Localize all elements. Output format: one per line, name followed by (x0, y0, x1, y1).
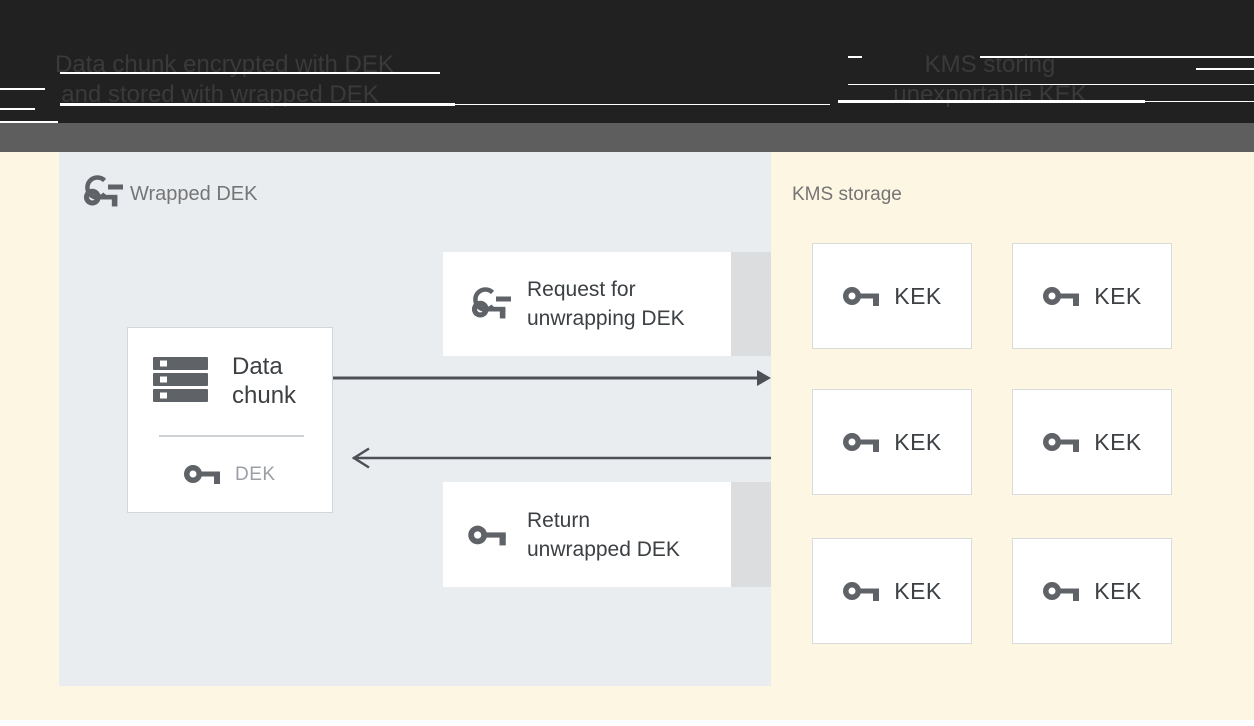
kek-label: KEK (894, 428, 942, 455)
glitch-line (0, 121, 58, 124)
data-chunk-stack-icon (153, 357, 208, 402)
header-note-right-line2: unexportable KEK (893, 81, 1087, 108)
request-unwrapping-dek-box: Request for unwrapping DEK (443, 252, 771, 356)
glitch-line (455, 104, 830, 105)
kek-label: KEK (1094, 282, 1142, 309)
return-box-line1: Return (527, 508, 591, 532)
kek-label: KEK (1094, 577, 1142, 604)
glitch-line (1145, 101, 1254, 102)
glitch-line (0, 88, 45, 90)
glitch-line (848, 84, 1254, 85)
key-icon (843, 582, 880, 601)
kms-storage-label: KMS storage (792, 184, 902, 205)
glitch-line (838, 100, 1145, 103)
kek-label: KEK (1094, 428, 1142, 455)
header-note-left: Data chunk encrypted with DEK and stored… (55, 50, 394, 110)
wrapped-key-icon (467, 287, 513, 321)
request-box-line1: Request for (527, 278, 636, 301)
return-box-text: Return unwrapped DEK (527, 506, 680, 564)
glitch-line (980, 56, 1254, 58)
key-icon (843, 433, 880, 452)
kek-label: KEK (894, 577, 942, 604)
return-unwrapped-dek-box: Return unwrapped DEK (443, 482, 771, 587)
header-note-left-line1: Data chunk encrypted with DEK (55, 51, 394, 78)
data-chunk-title-line2: chunk (232, 382, 297, 409)
kek-box: KEK (812, 538, 972, 644)
glitch-line (60, 72, 440, 74)
kek-box: KEK (1012, 389, 1172, 495)
key-icon (1043, 287, 1080, 306)
key-icon (1043, 433, 1080, 452)
data-chunk-title-line1: Data (232, 353, 283, 380)
gray-toolbar-band (0, 123, 1254, 152)
wrapped-key-icon (79, 175, 125, 209)
kek-box: KEK (1012, 243, 1172, 349)
glitch-line (1196, 68, 1254, 70)
key-icon (1043, 582, 1080, 601)
return-arrow (351, 447, 771, 469)
data-chunk-title: Data chunk (232, 352, 296, 410)
request-box-text: Request for unwrapping DEK (527, 275, 685, 333)
key-icon (843, 287, 880, 306)
header-note-right-line1: KMS storing (924, 51, 1056, 78)
box-side-strip (731, 252, 771, 356)
dek-label: DEK (235, 464, 276, 485)
kek-box: KEK (812, 243, 972, 349)
key-icon (183, 465, 220, 484)
header-note-right: KMS storing unexportable KEK (840, 50, 1140, 110)
bottom-margin (0, 720, 1254, 726)
request-box-line2: unwrapping DEK (527, 307, 685, 330)
kek-label: KEK (894, 282, 942, 309)
box-side-strip (731, 482, 771, 587)
glitch-line (848, 56, 862, 58)
glitched-header: Data chunk encrypted with DEK and stored… (0, 0, 1254, 124)
wrapped-dek-zone-label: Wrapped DEK (130, 183, 258, 205)
divider (159, 435, 304, 437)
data-chunk-box: Data chunk DEK (127, 327, 333, 513)
kek-box: KEK (1012, 538, 1172, 644)
key-icon (468, 525, 506, 545)
kek-box: KEK (812, 389, 972, 495)
request-arrow (333, 370, 771, 386)
glitch-line (0, 108, 35, 110)
glitch-line (60, 103, 455, 106)
return-box-line2: unwrapped DEK (527, 537, 680, 561)
